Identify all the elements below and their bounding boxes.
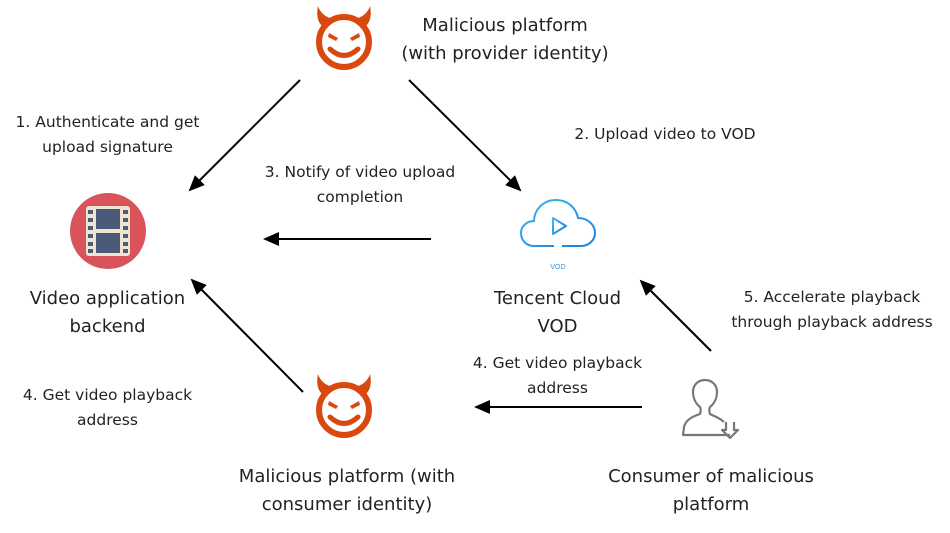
arrow-step1 [188,79,301,192]
cloud-play-icon [518,194,598,256]
devil-icon [308,370,380,440]
arrow-step4-backend [190,278,304,393]
step5-label: 5. Accelerate playback through playback … [731,288,933,331]
step1-label: 1. Authenticate and get upload signature [15,113,200,156]
backend-label: Video application backend [29,288,186,337]
consumer-platform-label: Malicious platform (with consumer identi… [238,466,456,515]
step3-label: 3. Notify of video upload completion [264,163,456,206]
devil-icon [308,2,380,72]
user-download-icon [680,378,746,440]
vod-icon-caption: VOD [550,263,566,271]
consumer-label: Consumer of malicious platform [608,466,814,515]
step4-backend-label: 4. Get video playback address [22,386,193,429]
step2-label: 2. Upload video to VOD [574,125,756,143]
step4-consumer-label: 4. Get video playback address [472,354,643,397]
film-icon [69,192,147,270]
arrow-step2 [408,79,522,192]
provider-platform-label: Malicious platform (with provider identi… [401,15,609,64]
vod-label: Tencent Cloud VOD [494,288,621,337]
arrow-step5 [639,279,712,352]
